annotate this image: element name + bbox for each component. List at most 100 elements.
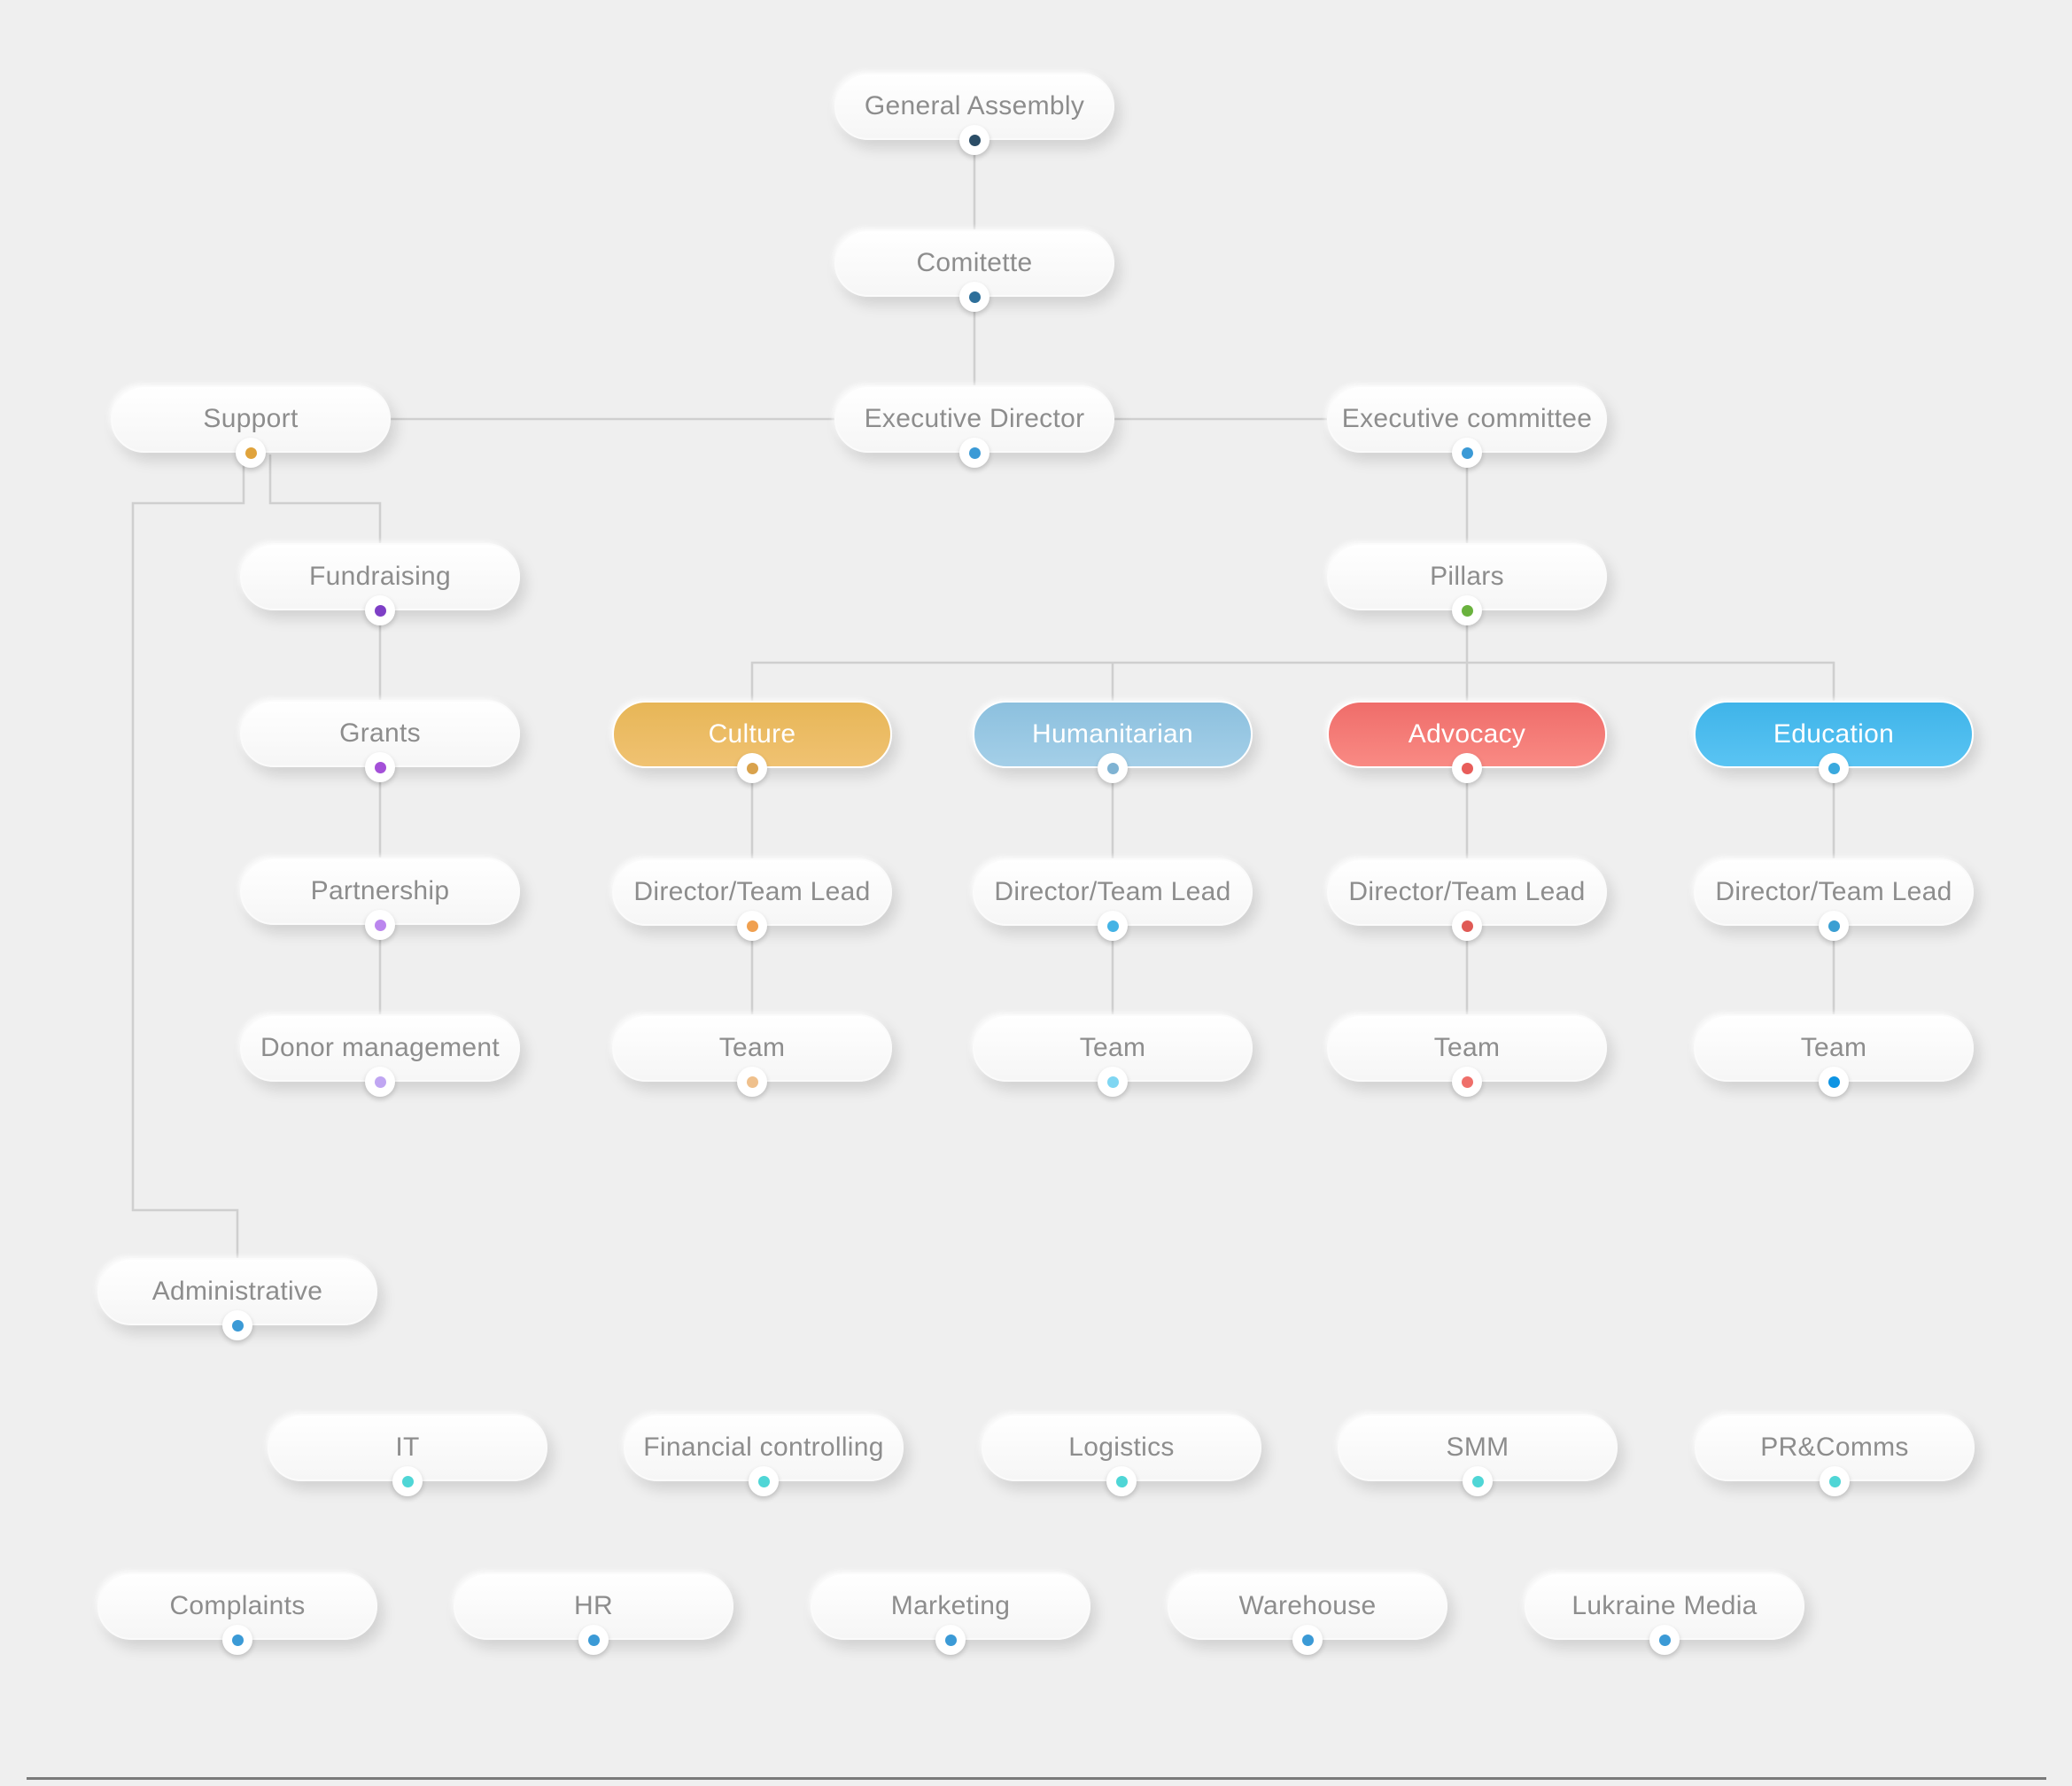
node-humanitarian-team[interactable]: Team <box>973 1014 1253 1097</box>
connector-dot-icon[interactable] <box>1098 911 1128 941</box>
connector-dot-icon[interactable] <box>1452 911 1482 941</box>
connector-dot-icon[interactable] <box>222 1310 252 1340</box>
node-advocacy[interactable]: Advocacy <box>1327 701 1607 783</box>
node-partnership[interactable]: Partnership <box>240 858 520 940</box>
node-humanitarian-lead[interactable]: Director/Team Lead <box>973 858 1253 941</box>
connector-dot-icon[interactable] <box>737 1067 767 1097</box>
dot-core <box>1461 762 1473 774</box>
connector-dot-icon[interactable] <box>1819 911 1849 941</box>
dot-core <box>587 1634 600 1646</box>
connector-dot-icon[interactable] <box>737 753 767 783</box>
node-humanitarian[interactable]: Humanitarian <box>973 701 1253 783</box>
node-warehouse[interactable]: Warehouse <box>1168 1572 1447 1655</box>
connector-dot-icon[interactable] <box>1106 1466 1137 1496</box>
connector-dot-icon[interactable] <box>392 1466 423 1496</box>
dot-core <box>1115 1475 1128 1487</box>
node-label: SMM <box>1446 1433 1509 1462</box>
node-executive-director[interactable]: Executive Director <box>824 378 1114 468</box>
node-label: Director/Team Lead <box>1348 877 1586 906</box>
connector-dot-icon[interactable] <box>1098 753 1128 783</box>
node-advocacy-team[interactable]: Team <box>1327 1014 1607 1097</box>
node-label: Team <box>1433 1033 1501 1062</box>
node-complaints[interactable]: Complaints <box>97 1572 377 1655</box>
connector-dot-icon[interactable] <box>1292 1625 1323 1655</box>
node-advocacy-lead[interactable]: Director/Team Lead <box>1327 858 1607 941</box>
connector-dot-icon[interactable] <box>1452 438 1482 468</box>
node-culture-lead[interactable]: Director/Team Lead <box>612 858 892 941</box>
dot-core <box>968 446 981 459</box>
node-culture-team[interactable]: Team <box>612 1014 892 1097</box>
connector-dot-icon[interactable] <box>1452 753 1482 783</box>
node-label: Executive Director <box>864 404 1085 433</box>
connector-dot-icon[interactable] <box>935 1625 966 1655</box>
dot-core <box>1461 1075 1473 1088</box>
connector-dot-icon[interactable] <box>959 282 989 312</box>
connector-dot-icon[interactable] <box>1819 1067 1849 1097</box>
node-label: Fundraising <box>308 562 452 591</box>
node-support[interactable]: Support <box>111 385 391 468</box>
node-label: HR <box>574 1591 613 1620</box>
node-grants[interactable]: Grants <box>240 700 520 782</box>
connector-dot-icon[interactable] <box>1098 1067 1128 1097</box>
dot-core <box>374 761 386 773</box>
node-label: Administrative <box>151 1277 323 1306</box>
node-label: Advocacy <box>1408 719 1526 749</box>
node-marketing[interactable]: Marketing <box>811 1572 1090 1655</box>
node-label: Director/Team Lead <box>633 877 871 906</box>
node-culture[interactable]: Culture <box>612 701 892 783</box>
connector-dot-icon[interactable] <box>365 752 395 782</box>
dot-core <box>1828 1475 1841 1487</box>
node-donor-management[interactable]: Donor management <box>240 1014 520 1097</box>
node-label: Logistics <box>1068 1433 1175 1462</box>
node-lukraine-media[interactable]: Lukraine Media <box>1525 1572 1804 1655</box>
node-comitette[interactable]: Comitette <box>824 222 1114 312</box>
bottom-divider <box>27 1777 2046 1780</box>
connector-dot-icon[interactable] <box>1819 753 1849 783</box>
connector-dot-icon[interactable] <box>749 1466 779 1496</box>
edge-support-to-fundraising <box>268 454 382 543</box>
node-label: General Assembly <box>864 91 1085 120</box>
node-label: Partnership <box>310 876 450 905</box>
dot-core <box>1461 604 1473 617</box>
connector-dot-icon[interactable] <box>222 1625 252 1655</box>
connector-dot-icon[interactable] <box>959 438 989 468</box>
node-general-assembly[interactable]: General Assembly <box>824 66 1114 155</box>
node-label: Education <box>1773 719 1895 749</box>
connector-dot-icon[interactable] <box>365 595 395 625</box>
node-label: Warehouse <box>1238 1591 1377 1620</box>
node-pr-comms[interactable]: PR&Comms <box>1695 1414 1975 1496</box>
dot-core <box>1828 1075 1840 1088</box>
node-label: Executive committee <box>1341 404 1593 433</box>
node-label: IT <box>395 1433 420 1462</box>
dot-core <box>968 134 981 146</box>
node-logistics[interactable]: Logistics <box>982 1414 1261 1496</box>
dot-core <box>1461 446 1473 459</box>
node-executive-committee[interactable]: Executive committee <box>1327 385 1607 468</box>
connector-dot-icon[interactable] <box>1452 1067 1482 1097</box>
node-label: Director/Team Lead <box>994 877 1231 906</box>
node-financial-controlling[interactable]: Financial controlling <box>624 1414 904 1496</box>
connector-dot-icon[interactable] <box>737 911 767 941</box>
node-smm[interactable]: SMM <box>1338 1414 1618 1496</box>
dot-core <box>244 446 257 459</box>
connector-dot-icon[interactable] <box>959 125 989 155</box>
connector-dot-icon[interactable] <box>578 1625 609 1655</box>
dot-core <box>1828 762 1840 774</box>
node-education-lead[interactable]: Director/Team Lead <box>1694 858 1974 941</box>
node-education-team[interactable]: Team <box>1694 1014 1974 1097</box>
connector-dot-icon[interactable] <box>1452 595 1482 625</box>
connector-dot-icon[interactable] <box>365 910 395 940</box>
connector-dot-icon[interactable] <box>1649 1625 1680 1655</box>
node-fundraising[interactable]: Fundraising <box>240 543 520 625</box>
node-administrative[interactable]: Administrative <box>97 1258 377 1340</box>
connector-dot-icon[interactable] <box>1463 1466 1493 1496</box>
connector-dot-icon[interactable] <box>236 438 266 468</box>
node-hr[interactable]: HR <box>454 1572 733 1655</box>
connector-dot-icon[interactable] <box>1820 1466 1850 1496</box>
connector-dot-icon[interactable] <box>365 1067 395 1097</box>
node-label: Director/Team Lead <box>1715 877 1952 906</box>
node-it[interactable]: IT <box>268 1414 547 1496</box>
node-label: Team <box>1800 1033 1867 1062</box>
node-pillars[interactable]: Pillars <box>1327 543 1607 625</box>
node-education[interactable]: Education <box>1694 701 1974 783</box>
